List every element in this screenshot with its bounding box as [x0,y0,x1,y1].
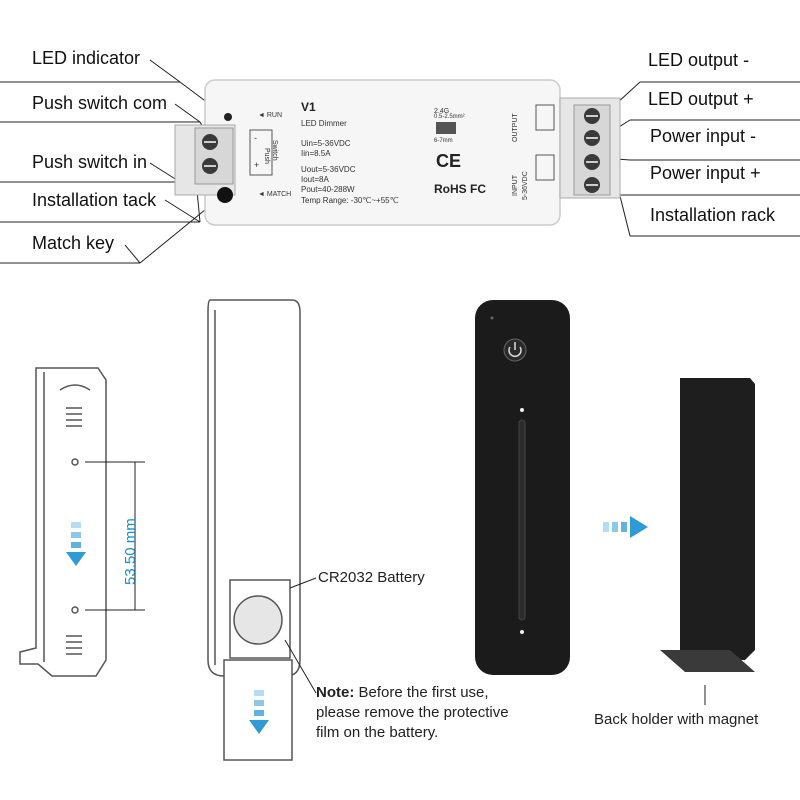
device-pout: Pout=40-288W [301,185,355,194]
callout-installation-rack: Installation rack [650,205,776,225]
note-title: Note: [316,684,355,701]
input-diagram [535,154,555,181]
holder-body [680,378,755,660]
dimension-label: 53.50 mm [122,518,139,585]
device-output-label: OUTPUT [512,113,519,142]
device-input-voltage: 5-36VDC [522,171,529,200]
note-line-1: Before the first use, [358,684,489,701]
arrow-to-holder [603,516,648,538]
callout-power-input-plus: Power input + [650,163,761,183]
device-wire-spec: 0.5-2.5mm² [434,114,465,120]
holder-label: Back holder with magnet [594,711,759,728]
switch-minus: - [254,133,257,143]
push-switch-diagram [249,129,273,176]
callout-match-key: Match key [32,233,115,253]
device-uout: Uout=5-36VDC [301,165,356,174]
callout-push-switch-in: Push switch in [32,152,148,172]
remote-side-view [19,367,107,677]
dimension-lines [85,461,145,611]
match-key-button [217,187,233,203]
note-line-3: film on the battery. [316,724,439,741]
device-iout: Iout=8A [301,175,329,184]
battery-note: Note: Before the first use, please remov… [316,683,536,743]
switch-plus: + [254,160,260,170]
battery-label: CR2032 Battery [318,569,425,586]
device-model: V1 [301,100,316,114]
device-match-label: ◄ MATCH [258,191,292,198]
callout-push-switch-com: Push switch com [32,93,168,113]
callout-power-input-minus: Power input - [650,126,757,146]
touch-slider [518,419,526,621]
device-uin: Uin=5-36VDC [301,139,351,148]
ce-mark: CE [436,151,462,171]
callout-led-output-minus: LED output - [648,50,750,70]
callout-led-indicator: LED indicator [32,48,141,68]
device-switch-label: Switch [271,140,278,161]
rohs-fc-mark: RoHS FC [434,182,486,196]
callout-led-output-plus: LED output + [648,89,754,109]
wire-strip-icon [436,122,456,134]
holder-base [660,650,755,672]
device-iin: Iin=8.5A [301,149,331,158]
slide-arrow-cover [249,690,269,734]
output-diagram [535,104,555,131]
device-freq: 2.4G [434,108,450,115]
device-strip-spec: 6-7mm [434,138,453,144]
device-name: LED Dimmer [301,119,347,128]
device-input-label: INPUT [512,175,519,196]
device-push-label: Push [263,148,270,164]
led-indicator-dot [224,113,232,121]
note-line-2: please remove the protective [316,704,509,721]
cr2032-battery [233,595,283,645]
device-run-label: ◄ RUN [258,112,283,119]
slide-arrow-left [66,522,86,566]
device-temp: Temp Range: -30℃~+55℃ [301,196,399,205]
callout-installation-tack: Installation tack [32,190,157,210]
